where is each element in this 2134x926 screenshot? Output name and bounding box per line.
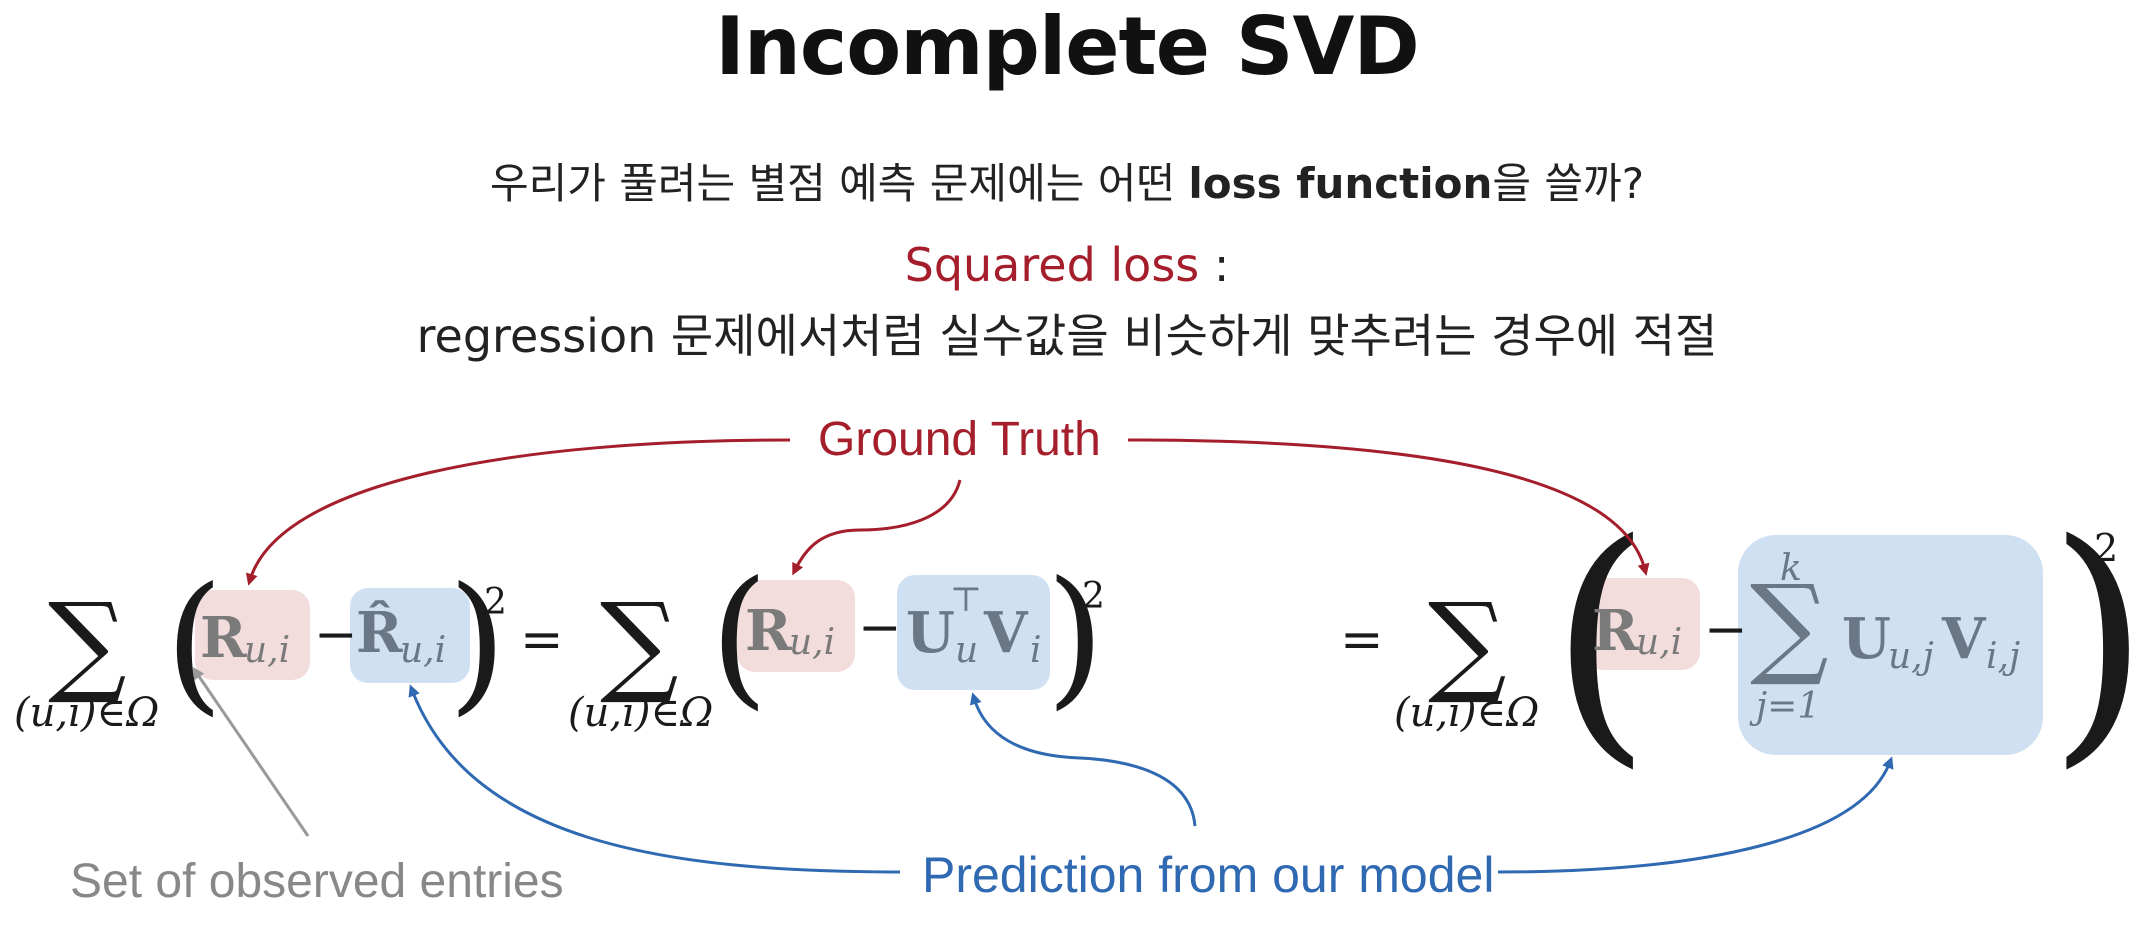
sum-index-2: (u,i)∈Ω bbox=[568, 690, 714, 736]
square-2: 2 bbox=[1082, 576, 1105, 617]
v-symbol-2: V bbox=[984, 600, 1028, 666]
sum-symbol-2: ∑ bbox=[600, 579, 679, 707]
prediction-arrow-1 bbox=[408, 684, 901, 874]
ground-truth-box-1 bbox=[195, 590, 310, 680]
v-symbol-3: V bbox=[1942, 606, 1986, 672]
u-sub-3: u,j bbox=[1888, 636, 1934, 677]
squared-loss-label: Squared loss bbox=[904, 238, 1200, 292]
question-text: 우리가 풀려는 별점 예측 문제에는 어떤 loss function을 쓸까? bbox=[0, 150, 2134, 211]
prediction-box-3 bbox=[1738, 535, 2043, 755]
square-3: 2 bbox=[2094, 526, 2119, 570]
inner-sum-top: k bbox=[1780, 548, 1802, 589]
ground-truth-arrow-2 bbox=[792, 479, 962, 576]
minus-2: − bbox=[858, 598, 902, 658]
prediction-arrow-3 bbox=[1497, 756, 1894, 874]
r-hat-sub: u,i bbox=[400, 630, 447, 671]
v-sub-3: i,j bbox=[1986, 636, 2021, 677]
close-paren-3: ) bbox=[2048, 510, 2134, 770]
question-suffix: 을 쓸까? bbox=[1492, 159, 1644, 208]
r-symbol-3: R bbox=[1592, 598, 1639, 664]
square-1: 2 bbox=[484, 582, 507, 623]
prediction-box-2 bbox=[897, 575, 1050, 690]
ground-truth-label: Ground Truth bbox=[818, 413, 1101, 466]
question-bold: loss function bbox=[1188, 159, 1493, 208]
open-paren-1: ( bbox=[165, 556, 224, 730]
open-paren-3: ( bbox=[1550, 489, 1652, 791]
prediction-arrow-2 bbox=[969, 692, 1197, 827]
open-paren-2: ( bbox=[710, 550, 769, 724]
squared-loss-description: regression 문제에서처럼 실수값을 비슷하게 맞추려는 경우에 적절 bbox=[416, 309, 1718, 363]
inner-sum-bottom: j=1 bbox=[1756, 686, 1821, 727]
prediction-label: Prediction from our model bbox=[922, 847, 1495, 903]
v-sub-2: i bbox=[1030, 630, 1042, 671]
u-sub-2: u bbox=[955, 630, 979, 671]
prediction-box-1 bbox=[350, 588, 470, 683]
observed-arrow bbox=[192, 667, 310, 837]
r-symbol-2: R bbox=[745, 598, 792, 664]
r-symbol-1: R bbox=[200, 605, 247, 671]
u-transpose: ⊤ bbox=[950, 580, 982, 620]
ground-truth-box-2 bbox=[737, 580, 855, 672]
question-prefix: 우리가 풀려는 별점 예측 문제에는 어떤 bbox=[489, 159, 1189, 208]
ground-truth-arrow-3 bbox=[1127, 438, 1650, 576]
sum-index-3: (u,i)∈Ω bbox=[1394, 690, 1540, 736]
squared-loss-line: Squared loss : bbox=[0, 238, 2134, 292]
minus-3: − bbox=[1704, 600, 1748, 660]
r-hat-symbol: R̂ bbox=[356, 600, 403, 666]
u-symbol-3: U bbox=[1842, 606, 1891, 672]
equals-1: = bbox=[520, 610, 564, 670]
minus-1: − bbox=[314, 605, 358, 665]
equals-2: = bbox=[1340, 610, 1384, 670]
squared-loss-colon: : bbox=[1213, 238, 1230, 292]
observed-entries-label: Set of observed entries bbox=[70, 855, 564, 908]
ground-truth-box-3 bbox=[1585, 578, 1700, 670]
r-sub-2: u,i bbox=[789, 622, 836, 663]
slide-title: Incomplete SVD bbox=[715, 0, 1420, 93]
sum-index-1: (u,i)∈Ω bbox=[14, 690, 160, 736]
close-paren-1: ) bbox=[448, 556, 507, 730]
inner-sum-symbol: ∑ bbox=[1750, 561, 1829, 689]
r-sub-3: u,i bbox=[1636, 622, 1683, 663]
sum-symbol-3: ∑ bbox=[1428, 579, 1507, 707]
u-symbol-2: U bbox=[906, 600, 955, 666]
sum-symbol-1: ∑ bbox=[48, 579, 127, 707]
close-paren-2: ) bbox=[1046, 550, 1105, 724]
r-sub-1: u,i bbox=[244, 630, 291, 671]
ground-truth-arrow-1 bbox=[245, 438, 791, 586]
